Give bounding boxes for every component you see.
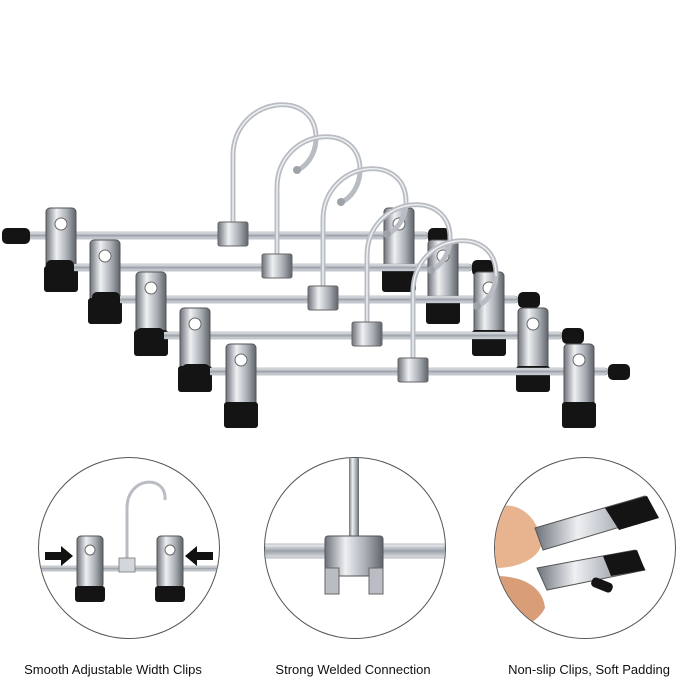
caption-adjustable-clips: Smooth Adjustable Width Clips bbox=[24, 662, 202, 677]
welded-connection-detail bbox=[264, 457, 446, 639]
right-clip-icon bbox=[155, 535, 185, 602]
padded-clip-icon bbox=[534, 495, 659, 593]
clip-padding-detail bbox=[494, 457, 676, 639]
arrow-right-icon bbox=[45, 546, 73, 566]
finger-icon bbox=[495, 576, 545, 630]
left-clip-icon bbox=[75, 535, 105, 602]
caption-clip-padding: Non-slip Clips, Soft Padding bbox=[508, 662, 670, 677]
caption-welded-connection: Strong Welded Connection bbox=[275, 662, 431, 677]
arrow-left-icon bbox=[185, 546, 213, 566]
adjustable-clips-detail bbox=[38, 457, 220, 639]
hanger-stack-image bbox=[0, 0, 700, 450]
weld-bracket-icon bbox=[324, 535, 384, 595]
